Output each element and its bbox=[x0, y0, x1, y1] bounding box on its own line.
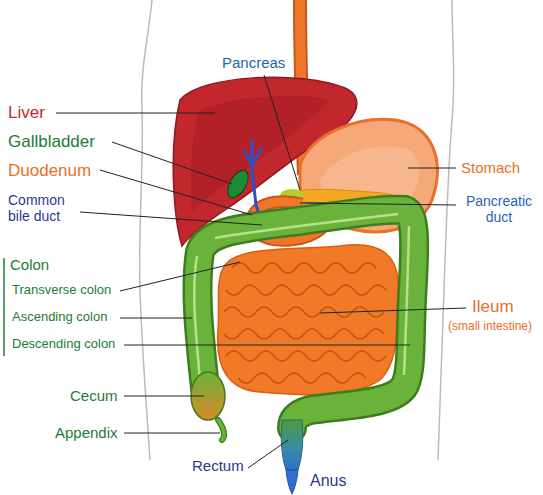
colon bbox=[197, 210, 414, 428]
intestine-coil bbox=[226, 351, 386, 361]
part-label: Liver bbox=[8, 103, 45, 123]
colon bbox=[197, 210, 414, 428]
leader-line bbox=[124, 433, 220, 434]
leader-line bbox=[124, 345, 410, 346]
leader-line bbox=[408, 168, 456, 169]
part-label: Cecum bbox=[70, 387, 118, 404]
rectum bbox=[281, 420, 303, 470]
leader-line bbox=[56, 113, 215, 114]
leader-line bbox=[120, 318, 192, 319]
part-label: Anus bbox=[310, 472, 346, 490]
gallbladder bbox=[224, 167, 253, 201]
colon-highlight bbox=[194, 214, 409, 380]
intestine-coil bbox=[238, 373, 366, 383]
leader-line bbox=[124, 396, 204, 397]
part-label: Pancreas bbox=[222, 54, 285, 71]
part-label: Ileum bbox=[472, 297, 514, 317]
leader-line bbox=[300, 203, 456, 205]
part-label: Stomach bbox=[461, 159, 520, 176]
part-label: (small intestine) bbox=[448, 320, 532, 334]
colon-bracket bbox=[3, 258, 5, 356]
part-label: Duodenum bbox=[8, 161, 91, 181]
intestine-coils bbox=[224, 263, 386, 383]
leader-lines bbox=[56, 75, 466, 468]
part-label: Common bile duct bbox=[8, 192, 80, 224]
leader-line bbox=[264, 75, 300, 190]
leader-line bbox=[80, 212, 262, 225]
intestine-coil bbox=[224, 329, 384, 339]
body-outline bbox=[140, 0, 152, 460]
part-label: Appendix bbox=[55, 424, 118, 441]
leader-line bbox=[120, 262, 240, 291]
appendix bbox=[218, 420, 224, 440]
part-label: Colon bbox=[10, 256, 49, 273]
part-label: Transverse colon bbox=[12, 283, 111, 298]
body-outline bbox=[438, 0, 454, 460]
intestine-coil bbox=[226, 285, 386, 295]
small-intestine bbox=[218, 245, 399, 395]
part-label: Pancreatic duct bbox=[459, 193, 539, 225]
leader-line bbox=[248, 440, 288, 468]
appendix bbox=[218, 420, 224, 440]
part-label: Gallbladder bbox=[8, 132, 95, 152]
leader-line bbox=[100, 170, 252, 215]
part-label: Descending colon bbox=[12, 337, 115, 352]
part-label: Rectum bbox=[192, 457, 244, 474]
leader-line bbox=[320, 308, 466, 313]
leader-line bbox=[112, 142, 232, 184]
part-label: Ascending colon bbox=[12, 310, 107, 325]
intestine-coil bbox=[232, 263, 376, 273]
anus bbox=[286, 470, 298, 494]
